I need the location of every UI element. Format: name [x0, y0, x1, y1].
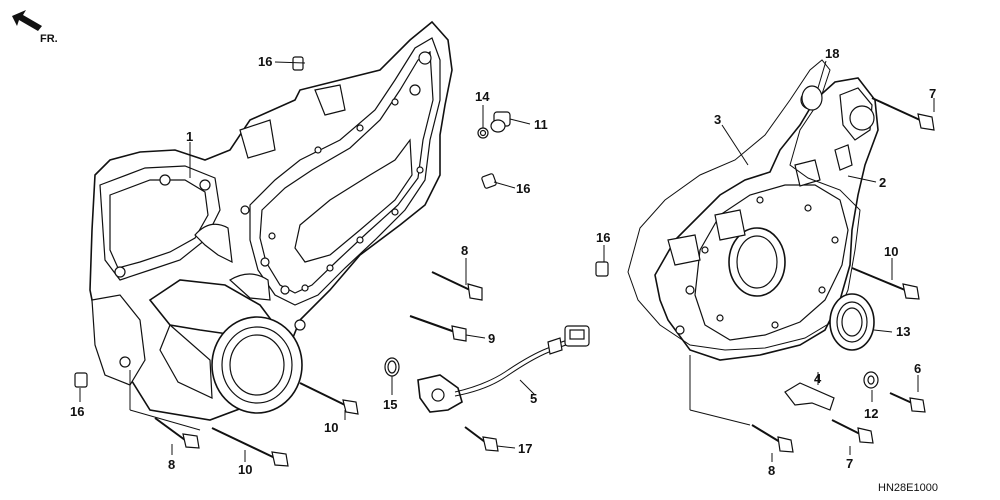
front-direction-arrow-icon [12, 10, 42, 31]
callout-10: 10 [238, 462, 252, 477]
gear-case-cover-part [654, 77, 879, 361]
setting-plate-part [784, 382, 835, 411]
callout-12: 12 [864, 406, 878, 421]
callout-10: 10 [884, 244, 898, 259]
flange-bolt-part [154, 271, 499, 467]
oil-seal-part [829, 293, 875, 351]
callout-15: 15 [383, 397, 397, 412]
callout-11: 11 [534, 117, 548, 132]
o-ring-part [384, 357, 400, 377]
callout-8: 8 [168, 457, 175, 472]
dowel-pin-part [74, 56, 609, 388]
callout-8: 8 [768, 463, 775, 478]
callout-7: 7 [929, 86, 936, 101]
callout-16: 16 [258, 54, 272, 69]
callout-7: 7 [846, 456, 853, 471]
right-flange-bolt-part [751, 97, 935, 453]
callout-4: 4 [814, 371, 822, 386]
gasket-part [627, 59, 861, 351]
leader-lines [79, 60, 935, 462]
callout-2: 2 [879, 175, 886, 190]
callout-3: 3 [714, 112, 721, 127]
callout-10: 10 [324, 420, 338, 435]
diagram-code: HN28E1000 [878, 482, 938, 494]
callout-8: 8 [461, 243, 468, 258]
bearing-part [801, 85, 823, 111]
callout-16: 16 [516, 181, 530, 196]
callout-1: 1 [186, 129, 193, 144]
callout-6: 6 [914, 361, 921, 376]
callout-9: 9 [488, 331, 495, 346]
callout-17: 17 [518, 441, 532, 456]
callout-18: 18 [825, 46, 839, 61]
front-direction-label: FR. [40, 33, 58, 45]
callout-16: 16 [596, 230, 610, 245]
callout-16: 16 [70, 404, 84, 419]
crankcase-cover-part [89, 20, 453, 421]
check-bolt-part [477, 111, 511, 139]
callout-13: 13 [896, 324, 910, 339]
callout-14: 14 [475, 89, 490, 104]
speed-sensor-part [417, 325, 590, 413]
callout-5: 5 [530, 391, 537, 406]
washer-part [863, 371, 879, 389]
